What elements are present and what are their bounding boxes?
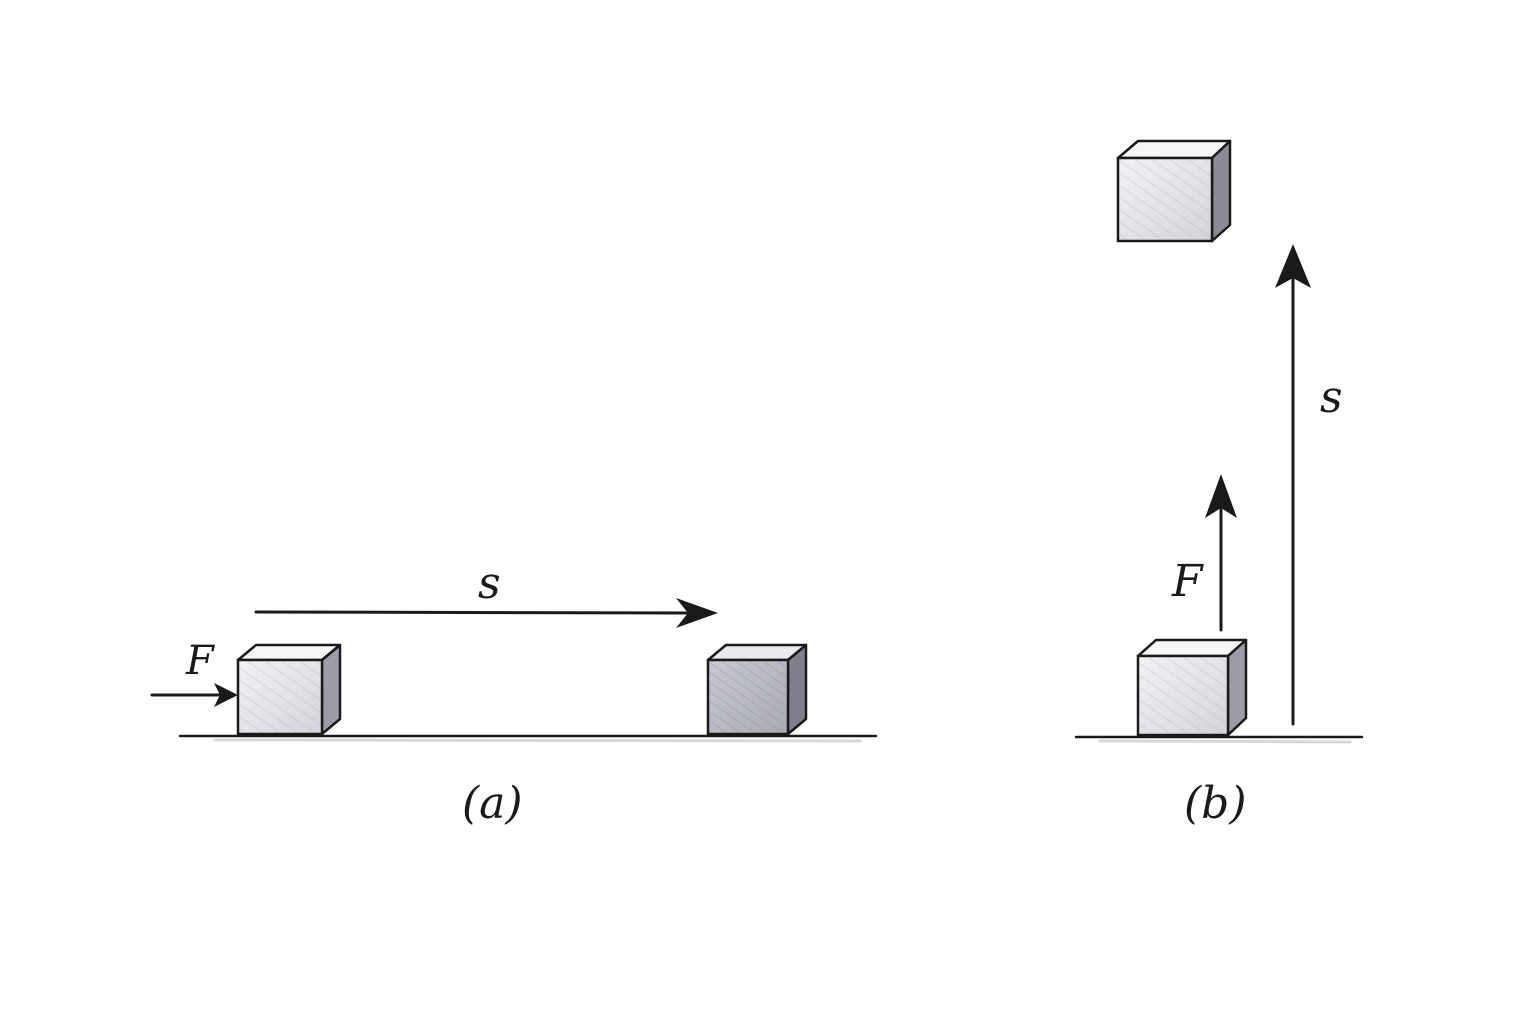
block-initial-a	[236, 643, 342, 736]
force-label-a: F	[185, 638, 215, 684]
force-arrow-b	[1205, 474, 1237, 632]
displacement-arrow-b	[1275, 244, 1311, 726]
ground-line-a	[178, 734, 878, 743]
block-initial-b	[1136, 638, 1248, 737]
caption-a: (a)	[462, 778, 523, 829]
force-arrow-a	[150, 683, 238, 707]
block-final-b	[1116, 139, 1232, 243]
caption-b: (b)	[1184, 778, 1247, 829]
block-final-a	[706, 643, 808, 736]
ground-line-b	[1074, 735, 1364, 744]
displacement-label-b: s	[1320, 372, 1343, 423]
displacement-label-a: s	[478, 558, 501, 609]
displacement-arrow-a	[254, 598, 718, 628]
panel-a: F s (a)	[150, 558, 878, 829]
panel-b: F s (b)	[1074, 139, 1364, 829]
force-label-b: F	[1171, 556, 1204, 607]
